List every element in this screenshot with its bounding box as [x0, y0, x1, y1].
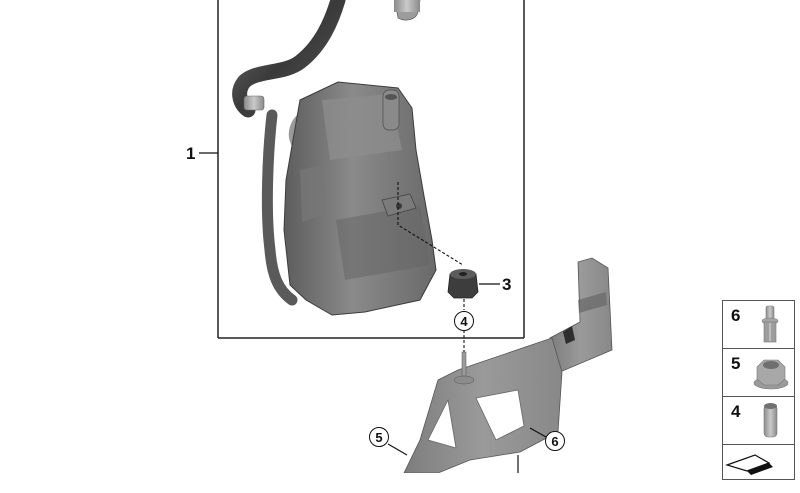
leader-line-6 — [529, 427, 547, 438]
module-body — [283, 81, 437, 316]
legend-number: 6 — [731, 306, 741, 325]
hex-nut-icon — [753, 359, 789, 390]
legend-number: 4 — [731, 402, 741, 421]
mounting-bracket — [403, 257, 613, 473]
rubber-grommet — [447, 269, 479, 299]
legend-number: 5 — [731, 354, 741, 373]
legend-row-bracket[interactable] — [723, 445, 794, 493]
callout-item-6[interactable]: 6 — [545, 431, 565, 451]
assembly-frame — [217, 0, 525, 339]
parts-diagram — [199, 0, 613, 473]
stud-bolt-icon — [761, 305, 779, 343]
leader-line-5 — [387, 443, 408, 456]
parts-legend: 6 5 4 — [722, 300, 795, 480]
callout-item-4[interactable]: 4 — [454, 311, 474, 331]
callout-item-3[interactable]: 3 — [502, 275, 512, 294]
legend-row-spacer-sleeve[interactable]: 4 — [723, 397, 794, 445]
spacer-sleeve-icon — [763, 403, 778, 438]
callout-item-5[interactable]: 5 — [369, 427, 389, 447]
legend-row-hex-nut[interactable]: 5 — [723, 349, 794, 397]
callout-item-1[interactable]: 1 — [186, 144, 196, 163]
assembly-dashed-leader — [397, 182, 464, 266]
legend-row-stud-bolt[interactable]: 6 — [723, 301, 794, 349]
bracket-icon — [725, 454, 773, 475]
